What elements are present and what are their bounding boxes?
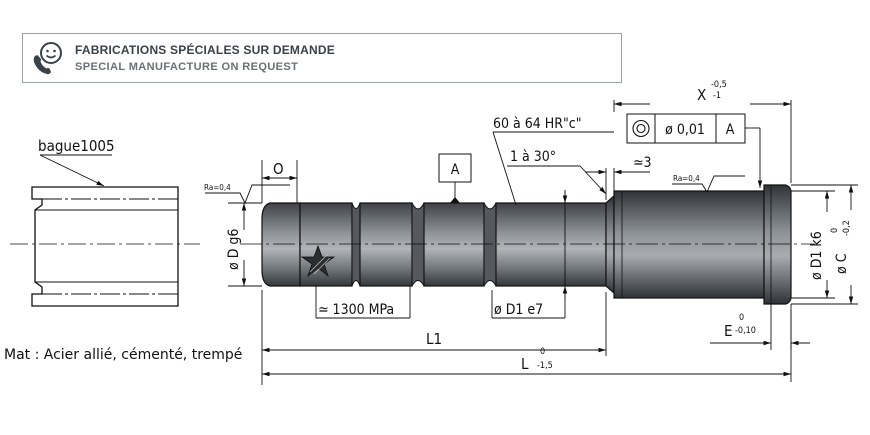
datum-a-label: A <box>451 162 460 178</box>
c-label: ø C <box>834 253 850 274</box>
o-label: O <box>273 160 284 178</box>
pressure-leader <box>315 286 411 319</box>
d1-k6-label: ø D1 k6 <box>809 231 825 280</box>
bushing-label: bague1005 <box>38 137 115 155</box>
x-tol-top: -0,5 <box>711 80 727 90</box>
roughness-symbol-right <box>672 175 745 193</box>
x-tol-bot: -1 <box>713 91 721 101</box>
dim-l1 <box>261 290 607 385</box>
c-tol-bot: -0,2 <box>842 220 852 236</box>
phone-smiley-icon <box>33 42 62 75</box>
d1-e7-leader <box>491 190 568 319</box>
l-tol-top: 0 <box>540 347 545 357</box>
dim-d-g6 <box>228 202 262 287</box>
dim-approx3 <box>585 168 650 200</box>
approx3-label: ≃3 <box>633 155 652 171</box>
e-tol-bot: -0,10 <box>735 326 756 336</box>
concentricity-icon <box>632 119 650 138</box>
dim-o <box>261 160 298 203</box>
ra-right-label: Ra=0,4 <box>673 174 700 183</box>
l-tol-bot: -1,5 <box>537 361 553 371</box>
material-note: Mat : Acier allié, cémenté, trempé <box>4 347 242 363</box>
banner: FABRICATIONS SPÉCIALES SUR DEMANDE SPECI… <box>22 33 622 83</box>
c-tol-top: 0 <box>830 228 840 233</box>
d1-e7-label: ø D1 e7 <box>494 302 543 318</box>
bushing-drawing <box>10 186 200 307</box>
e-label: E <box>724 322 733 340</box>
pressure-label: ≃ 1300 MPa <box>318 302 394 318</box>
dim-l <box>262 310 792 382</box>
banner-title: FABRICATIONS SPÉCIALES SUR DEMANDE <box>75 43 335 57</box>
chamfer-label: 1 à 30° <box>510 149 556 165</box>
hardness-label: 60 à 64 HR"c" <box>493 116 582 132</box>
dim-c <box>791 184 858 305</box>
bushing-leader <box>39 154 112 187</box>
datum-a-marker <box>438 153 472 203</box>
banner-subtitle: SPECIAL MANUFACTURE ON REQUEST <box>75 61 299 73</box>
dim-x <box>613 100 792 183</box>
x-label: X <box>697 86 706 104</box>
e-tol-top: 0 <box>739 313 744 323</box>
tolerance-datum: A <box>726 122 735 138</box>
ra-left-label: Ra=0,4 <box>204 183 231 192</box>
d-g6-label: ø D g6 <box>226 229 242 270</box>
star-mark-icon <box>300 244 336 278</box>
l-label: L <box>521 355 529 373</box>
pin-body <box>240 184 815 305</box>
l1-label: L1 <box>426 330 442 348</box>
tolerance-frame <box>626 113 763 188</box>
chamfer-leader <box>507 165 607 195</box>
dim-d1-k6 <box>791 190 835 299</box>
tolerance-value: ø 0,01 <box>665 122 705 138</box>
hardness-leader <box>492 131 614 206</box>
